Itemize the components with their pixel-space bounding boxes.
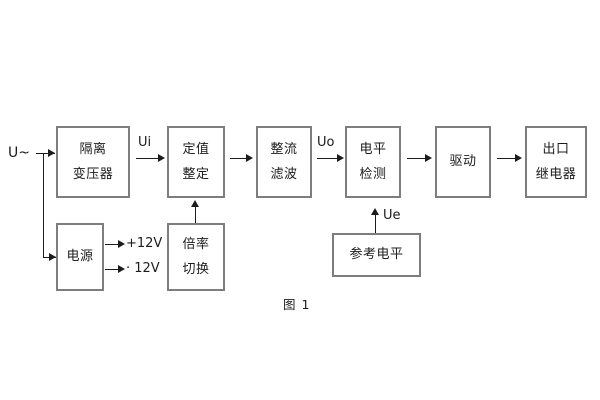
arrowhead-input-to-power-supply [49, 253, 56, 261]
signal-label-ui: Ui [138, 135, 152, 150]
rail-label-negative-12v: · 12V [126, 261, 160, 276]
block-line: 驱动 [449, 154, 477, 170]
block-line: 出口 [542, 141, 570, 157]
wire-rectify-to-level-detect [317, 158, 339, 159]
arrowhead-level-detect-to-drive [425, 154, 432, 162]
wire-level-detect-to-drive [407, 158, 428, 159]
signal-label-uo: Uo [317, 135, 335, 150]
arrowhead-setting-to-rectify [246, 154, 253, 162]
block-output-relay: 出口 继电器 [525, 126, 587, 198]
input-source-label: U~ [8, 145, 30, 161]
block-line: 隔离 [79, 141, 107, 157]
block-line: 定值 [182, 141, 210, 157]
wire-multiplier-to-setting [195, 206, 196, 223]
arrowhead-multiplier-to-setting [191, 200, 199, 207]
block-line: 继电器 [535, 166, 577, 182]
rail-label-positive-12v: +12V [126, 236, 163, 251]
wire-setting-to-rectify [230, 158, 249, 159]
block-line: 整流 [270, 141, 298, 157]
block-line: 电平 [359, 141, 387, 157]
block-rectify-filter: 整流 滤波 [256, 126, 312, 198]
block-reference-level: 参考电平 [332, 233, 421, 277]
arrowhead-drive-to-output-relay [515, 154, 522, 162]
arrowhead-rectify-to-level-detect [337, 154, 344, 162]
wire-rail-positive-12v [105, 244, 121, 245]
arrowhead-transformer-to-setting [158, 154, 165, 162]
wire-input-bus-vertical [43, 153, 44, 257]
arrowhead-rail-positive-12v [118, 240, 125, 248]
block-drive: 驱动 [435, 126, 491, 198]
wire-input-stub [36, 153, 44, 154]
block-power-supply: 电源 [56, 223, 104, 291]
signal-label-ue: Ue [383, 208, 401, 223]
wire-rail-negative-12v [105, 269, 121, 270]
figure-caption: 图 1 [283, 297, 311, 312]
block-line: 电源 [66, 249, 94, 265]
block-line: 参考电平 [349, 247, 404, 263]
wire-drive-to-output-relay [497, 158, 518, 159]
block-line: 检测 [359, 166, 387, 182]
block-multiplier-switch: 倍率 切换 [167, 223, 225, 291]
block-line: 倍率 [182, 236, 210, 252]
block-line: 变压器 [72, 166, 114, 182]
wire-transformer-to-setting [136, 158, 160, 159]
block-isolation-transformer: 隔离 变压器 [56, 126, 130, 198]
arrowhead-input-to-transformer [48, 149, 55, 157]
block-line: 滤波 [270, 166, 298, 182]
wire-reference-to-level-detect [375, 214, 376, 233]
arrowhead-reference-to-level-detect [371, 208, 379, 215]
block-line: 整定 [182, 166, 210, 182]
arrowhead-rail-negative-12v [118, 265, 125, 273]
block-level-detect: 电平 检测 [345, 126, 401, 198]
block-line: 切换 [182, 261, 210, 277]
block-setting-value: 定值 整定 [167, 126, 225, 198]
